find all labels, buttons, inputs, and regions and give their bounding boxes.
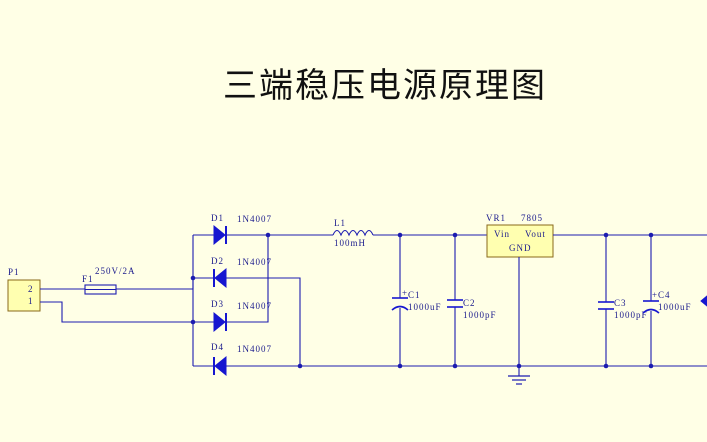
diode-d2-ref: D2 <box>211 256 224 266</box>
diode-d3-ref: D3 <box>211 299 224 309</box>
diode-d1-value: 1N4007 <box>237 214 272 224</box>
connector-p1 <box>7 279 41 312</box>
diode-d3-value: 1N4007 <box>237 301 272 311</box>
bridge-left-stubs <box>193 234 214 367</box>
connector-p1-pin-1: 1 <box>28 296 34 306</box>
regulator-vr1-ref: VR1 <box>486 213 506 223</box>
capacitor-c4-ref: C4 <box>658 290 671 300</box>
regulator-vr1-part: 7805 <box>521 213 543 223</box>
diode-d4-symbol <box>214 355 227 377</box>
capacitor-c1-polarity: + <box>402 288 408 298</box>
fuse-f1-ref: F1 <box>82 274 94 284</box>
inductor-l1 <box>332 229 374 237</box>
capacitor-c1-ref: C1 <box>408 290 421 300</box>
diode-d4-value: 1N4007 <box>237 344 272 354</box>
capacitor-c4-polarity: + <box>652 290 658 300</box>
partial-component-right-edge <box>700 295 707 307</box>
inductor-l1-value: 100mH <box>334 238 366 248</box>
fuse-f1-value: 250V/2A <box>95 266 136 276</box>
regulator-vr1 <box>486 224 554 258</box>
wire-d2-right <box>226 277 301 366</box>
junction-dots <box>190 232 654 369</box>
wire-d3-right <box>226 235 269 323</box>
regulator-vin-pin: Vin <box>494 229 510 239</box>
capacitor-c1-value: 1000uF <box>408 302 442 312</box>
diode-d4-ref: D4 <box>211 342 224 352</box>
inductor-l1-ref: L1 <box>334 218 346 228</box>
diagram-title: 三端稳压电源原理图 <box>223 66 547 106</box>
connector-p1-pin-2: 2 <box>28 284 34 294</box>
diode-d2-symbol <box>214 267 227 289</box>
diode-d1-symbol <box>213 224 226 246</box>
wire-input-bottom <box>40 301 193 323</box>
capacitor-c3-ref: C3 <box>614 298 627 308</box>
capacitor-c4-value: 1000uF <box>658 302 692 312</box>
capacitor-c4-curved-plate <box>642 308 660 314</box>
capacitor-c1-curved-plate <box>391 305 409 311</box>
capacitor-c3-value: 1000pF <box>614 310 648 320</box>
regulator-gnd-pin: GND <box>509 243 532 253</box>
connector-p1-ref: P1 <box>8 267 20 277</box>
diode-d3-symbol <box>213 311 226 333</box>
diode-d2-value: 1N4007 <box>237 257 272 267</box>
regulator-vout-pin: Vout <box>525 229 546 239</box>
diode-d1-ref: D1 <box>211 213 224 223</box>
capacitor-c2-value: 1000pF <box>463 310 497 320</box>
capacitor-c2-ref: C2 <box>463 298 476 308</box>
